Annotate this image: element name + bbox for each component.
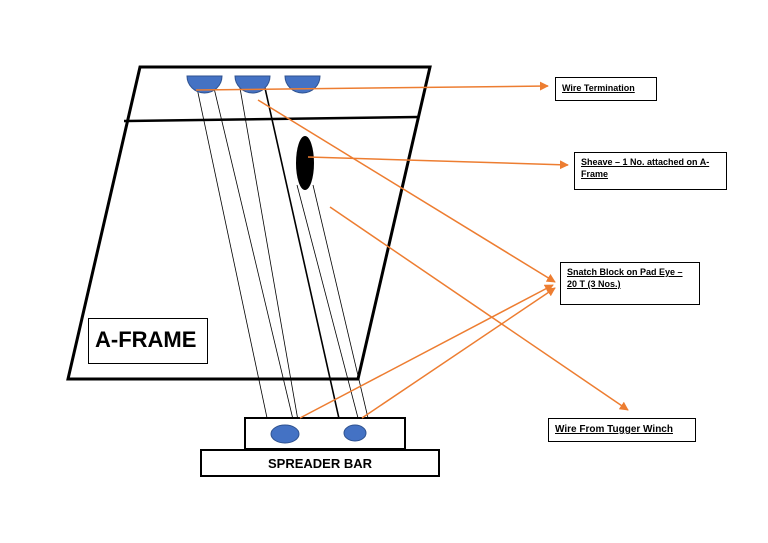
aframe-label: A-FRAME <box>88 318 208 364</box>
arrow-tugger-winch <box>329 206 629 411</box>
tugger-winch-callout: Wire From Tugger Winch <box>548 418 696 442</box>
snatch-block-callout: Snatch Block on Pad Eye – 20 T (3 Nos.) <box>560 262 700 305</box>
arrow-snatch-from-bottom-left <box>299 284 554 419</box>
arrow-snatch-from-top <box>257 99 556 283</box>
wire-line-4 <box>264 87 343 433</box>
arrow-wire-termination <box>195 81 549 91</box>
sheave-callout: Sheave – 1 No. attached on A-Frame <box>574 152 727 190</box>
wire-termination-callout: Wire Termination <box>555 77 657 101</box>
spreader-bar-top-block <box>244 417 406 450</box>
aframe-outline <box>66 65 432 381</box>
sheave-icon <box>296 136 314 190</box>
spreader-bar-label: SPREADER BAR <box>200 449 440 477</box>
arrow-snatch-from-bottom-right <box>361 287 556 419</box>
wire-line-1 <box>196 87 271 433</box>
aframe-crossbar <box>123 115 419 123</box>
wire-termination-block-3 <box>284 75 321 94</box>
wire-line-3 <box>239 87 301 433</box>
snatch-block-2 <box>343 424 367 442</box>
wire-line-2 <box>213 87 297 433</box>
wire-line-6 <box>312 184 369 419</box>
wire-termination-block-1 <box>186 75 223 94</box>
arrow-sheave <box>307 156 569 170</box>
snatch-block-1 <box>270 424 300 444</box>
wire-line-5 <box>296 184 359 419</box>
